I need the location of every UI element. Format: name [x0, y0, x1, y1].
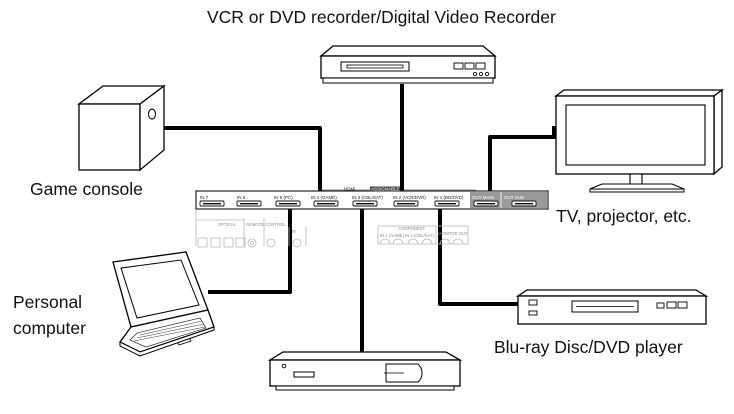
tv-projector-label: TV, projector, etc.	[556, 206, 692, 226]
assignable-label: ASSIGNABLE	[371, 187, 400, 192]
hdmi-cables	[153, 84, 556, 352]
personal-computer-label-line2: computer	[13, 318, 86, 338]
receiver-rear-panel: HDMI ASSIGNABLE IN 7 IN 6 IN 5 (PC) IN 4…	[195, 186, 549, 248]
port-in4-label: IN 4 (GAME)	[311, 195, 337, 200]
bluray-player-label: Blu-ray Disc/DVD player	[494, 337, 683, 357]
port-in2-label: IN 2 (VCR/DVR)	[393, 195, 426, 200]
game-console-device	[77, 84, 166, 172]
port-out-sub-label: OUT SUB	[504, 195, 524, 200]
component-in2-label: IN 2 (CBL/SAT)	[405, 233, 434, 238]
bluray-device	[515, 289, 709, 325]
personal-computer-label-line1: Personal	[13, 292, 83, 312]
ir-label: IR	[292, 229, 296, 234]
cable-bluray	[438, 205, 520, 306]
remote-control-label: REMOTE CONTROL	[246, 222, 286, 227]
tv-device	[554, 88, 724, 193]
port-out-main-label: OUT MAIN	[472, 195, 494, 200]
game-console-label: Game console	[30, 179, 143, 199]
hdmi-heading: HDMI	[344, 187, 356, 192]
faded-lower-panel	[195, 209, 469, 248]
port-in1-label: IN 1 (BD/DVD)	[434, 195, 464, 200]
monitor-out-label: MONITOR OUT	[438, 231, 468, 236]
port-in7-label: IN 7	[200, 195, 209, 200]
port-in6-label: IN 6	[237, 195, 246, 200]
port-in3-label: IN 3 (CBL/SAT)	[352, 195, 383, 200]
port-in5-label: IN 5 (PC)	[274, 195, 293, 200]
laptop-device	[112, 251, 215, 357]
cable-box-device	[267, 351, 463, 391]
cable-tv	[488, 126, 556, 196]
cable-pc	[208, 205, 292, 294]
component-label: COMPONENT	[398, 226, 426, 231]
vcr-device	[319, 45, 497, 84]
component-in1-label: IN 1 (GAME)	[380, 233, 405, 238]
vcr-recorder-label: VCR or DVD recorder/Digital Video Record…	[207, 7, 556, 27]
optical-label: OPTICAL	[218, 222, 237, 227]
cable-game	[153, 126, 322, 196]
